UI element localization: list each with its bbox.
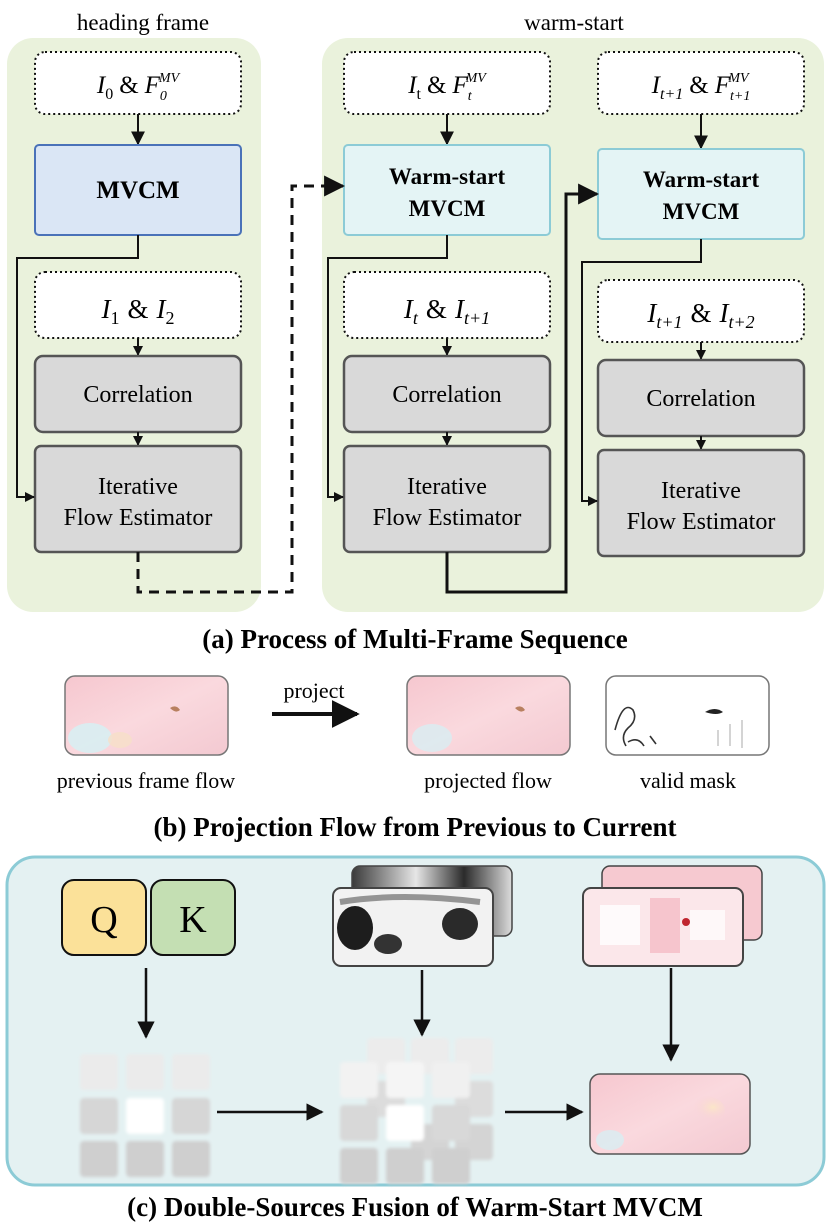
col3-mvcm-box	[597, 148, 805, 240]
col3-input-top: It+1&Ft+1MV	[651, 71, 751, 104]
solid-warmstart-connector	[445, 183, 600, 594]
warm-start-label: warm-start	[524, 10, 624, 35]
previous-frame-flow-label: previous frame flow	[57, 768, 235, 793]
col3-estimator-line1: Iterative	[661, 478, 741, 504]
col2-skip-connector	[327, 235, 448, 502]
correlation-grid-single	[80, 1054, 210, 1177]
col3-mvcm-line1: Warm-start	[643, 167, 760, 192]
q-label: Q	[90, 899, 117, 941]
projected-flow-label: projected flow	[424, 768, 552, 793]
col1-input-top-box	[34, 51, 242, 115]
col1-input-pair: I1&I2	[100, 294, 174, 328]
previous-frame-flow-image	[64, 675, 229, 756]
col2-mvcm-line1: Warm-start	[389, 164, 506, 189]
dashed-warmstart-connector	[136, 175, 346, 594]
col2-estimator-line1: Iterative	[407, 474, 487, 500]
col2-input-pair: It&It+1	[403, 294, 490, 328]
col2-input-top: It&FtMV	[407, 71, 487, 104]
valid-mask-label: valid mask	[640, 768, 736, 793]
col3-estimator-box	[596, 448, 806, 558]
col3-mvcm-line2: MVCM	[663, 199, 740, 224]
cost-volume-maps	[332, 865, 513, 967]
k-label: K	[179, 899, 207, 941]
col3-skip-connector	[581, 239, 702, 506]
col2-input-pair-box	[343, 271, 551, 339]
caption-c: (c) Double-Sources Fusion of Warm-Start …	[127, 1192, 703, 1222]
valid-mask-image	[605, 675, 770, 756]
col1-skip-connector	[16, 235, 139, 502]
col3-input-top-box	[597, 51, 805, 115]
correlation-grid-fused	[340, 1038, 493, 1184]
q-box	[61, 879, 147, 956]
heading-frame-label: heading frame	[77, 10, 209, 35]
col1-correlation-label: Correlation	[83, 382, 192, 408]
k-box	[150, 879, 236, 956]
col2-mvcm-box	[343, 144, 551, 236]
col2-mvcm-line2: MVCM	[409, 196, 486, 221]
col1-input-top: I0&F0MV	[96, 71, 181, 104]
col1-mvcm-label: MVCM	[96, 177, 179, 204]
caption-a: (a) Process of Multi-Frame Sequence	[202, 624, 627, 654]
col2-estimator-line2: Flow Estimator	[373, 505, 522, 531]
projected-flow-image	[406, 675, 571, 756]
caption-b: (b) Projection Flow from Previous to Cur…	[154, 812, 677, 842]
project-label: project	[283, 678, 344, 703]
col3-correlation-label: Correlation	[646, 386, 755, 412]
col2-input-top-box	[343, 51, 551, 115]
col3-input-pair: It+1&It+2	[646, 298, 754, 332]
col3-input-pair-box	[597, 279, 805, 343]
col1-estimator-line2: Flow Estimator	[64, 505, 213, 531]
prior-flow-maps	[582, 865, 763, 967]
col2-correlation-label: Correlation	[392, 382, 501, 408]
fused-flow-output	[589, 1073, 751, 1155]
col3-estimator-line2: Flow Estimator	[627, 509, 776, 535]
col1-estimator-line1: Iterative	[98, 474, 178, 500]
